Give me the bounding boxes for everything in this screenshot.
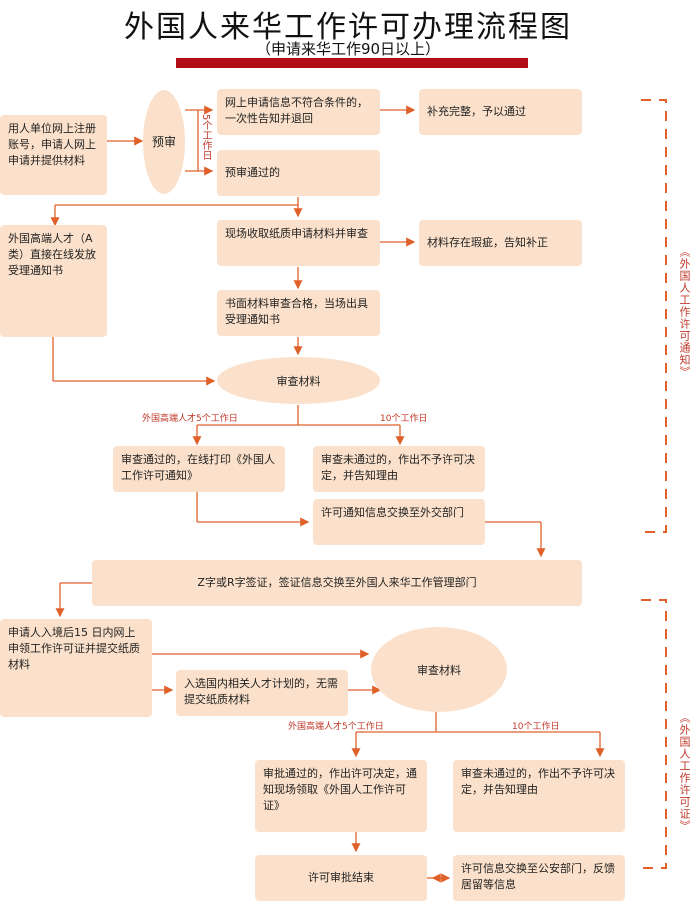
- accept-box: 书面材料审查合格，当场出具受理通知书: [217, 290, 380, 336]
- visa-box: Z字或R字签证，签证信息交换至外国人来华工作管理部门: [92, 560, 582, 606]
- high-end-5day-label-2: 外国高端人才5个工作日: [288, 722, 384, 732]
- title-underline: [176, 58, 528, 68]
- collect-box: 现场收取纸质申请材料并审查: [217, 220, 380, 266]
- approve-permit-box: 审批通过的，作出许可决定，通知现场领取《外国人工作许可证》: [255, 760, 427, 832]
- side-label-permit: 《外国人工作许可证》: [678, 712, 691, 832]
- exchange-police-box: 许可信息交换至公安部门，反馈居留等信息: [453, 855, 625, 901]
- reject-box: 网上申请信息不符合条件的，一次性告知并退回: [217, 89, 380, 135]
- high-end-5day-label-1: 外国高端人才5个工作日: [142, 414, 238, 424]
- pre-pass-box: 预审通过的: [217, 150, 380, 196]
- high-end-box: 外国高端人才（A类）直接在线发放受理通知书: [0, 225, 107, 337]
- exchange-foreign-box: 许可通知信息交换至外交部门: [313, 499, 485, 545]
- apply-box: 用人单位网上注册账号，申请人网上申请并提供材料: [0, 115, 107, 195]
- defect-box: 材料存在瑕疵，告知补正: [419, 220, 582, 266]
- end-box: 许可审批结束: [255, 855, 427, 901]
- approve-notice-box: 审查通过的，在线打印《外国人工作许可通知》: [113, 446, 285, 492]
- page-subtitle: （申请来华工作90日以上）: [255, 40, 441, 58]
- five-day-label: 5个工作日: [200, 114, 211, 161]
- side-label-notice: 《外国人工作许可通知》: [678, 246, 691, 378]
- supplement-box: 补充完整，予以通过: [419, 89, 582, 135]
- page-title: 外国人来华工作许可办理流程图: [124, 10, 572, 45]
- ten-day-label-1: 10个工作日: [380, 414, 428, 424]
- entry-box: 申请人入境后15 日内网上申领工作许可证并提交纸质材料: [0, 619, 152, 717]
- talent-plan-box: 入选国内相关人才计划的，无需提交纸质材料: [176, 670, 348, 716]
- deny-box-1: 审查未通过的，作出不予许可决定，并告知理由: [313, 446, 485, 492]
- deny-box-2: 审查未通过的，作出不予许可决定，并告知理由: [453, 760, 625, 832]
- ten-day-label-2: 10个工作日: [512, 722, 560, 732]
- review-ellipse-1: 审查材料: [217, 357, 380, 404]
- pre-review-ellipse: 预审: [143, 90, 185, 194]
- review-ellipse-2: 审查材料: [371, 627, 507, 712]
